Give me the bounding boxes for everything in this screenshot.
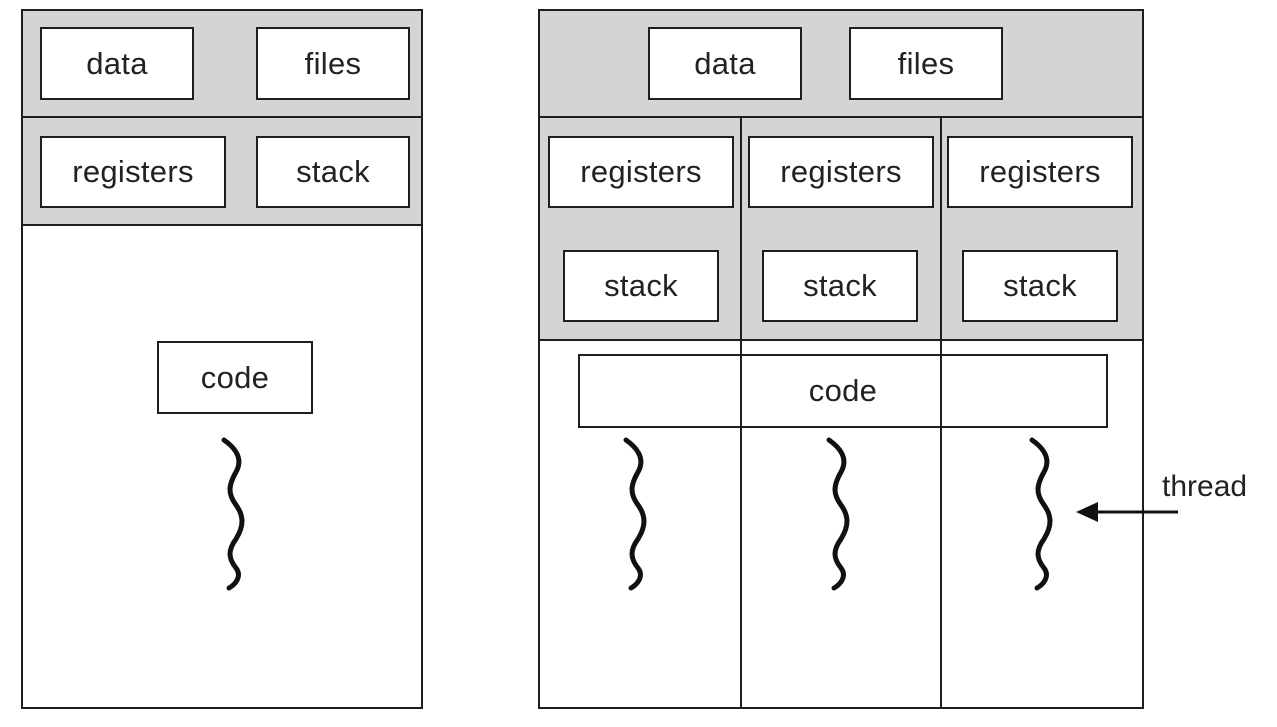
multi-data-box: data (648, 27, 802, 100)
single-files-box: files (256, 27, 410, 100)
thread2-stack-box: stack (762, 250, 918, 322)
multi-code-box: code (578, 354, 1108, 428)
single-code-box: code (157, 341, 313, 414)
thread1-registers-box: registers (548, 136, 734, 208)
thread3-stack-box: stack (962, 250, 1118, 322)
thread1-stack-box: stack (563, 250, 719, 322)
single-data-box: data (40, 27, 194, 100)
thread-label: thread (1162, 470, 1248, 503)
thread-column-divider-2 (940, 116, 942, 709)
single-stack-box: stack (256, 136, 410, 208)
multi-divider-top (538, 116, 1144, 118)
single-divider-bottom (21, 224, 423, 226)
multi-files-box: files (849, 27, 1003, 100)
thread-column-divider-1 (740, 116, 742, 709)
thread3-registers-box: registers (947, 136, 1133, 208)
single-registers-box: registers (40, 136, 226, 208)
thread2-registers-box: registers (748, 136, 934, 208)
multi-divider-bottom (538, 339, 1144, 341)
single-divider-top (21, 116, 423, 118)
